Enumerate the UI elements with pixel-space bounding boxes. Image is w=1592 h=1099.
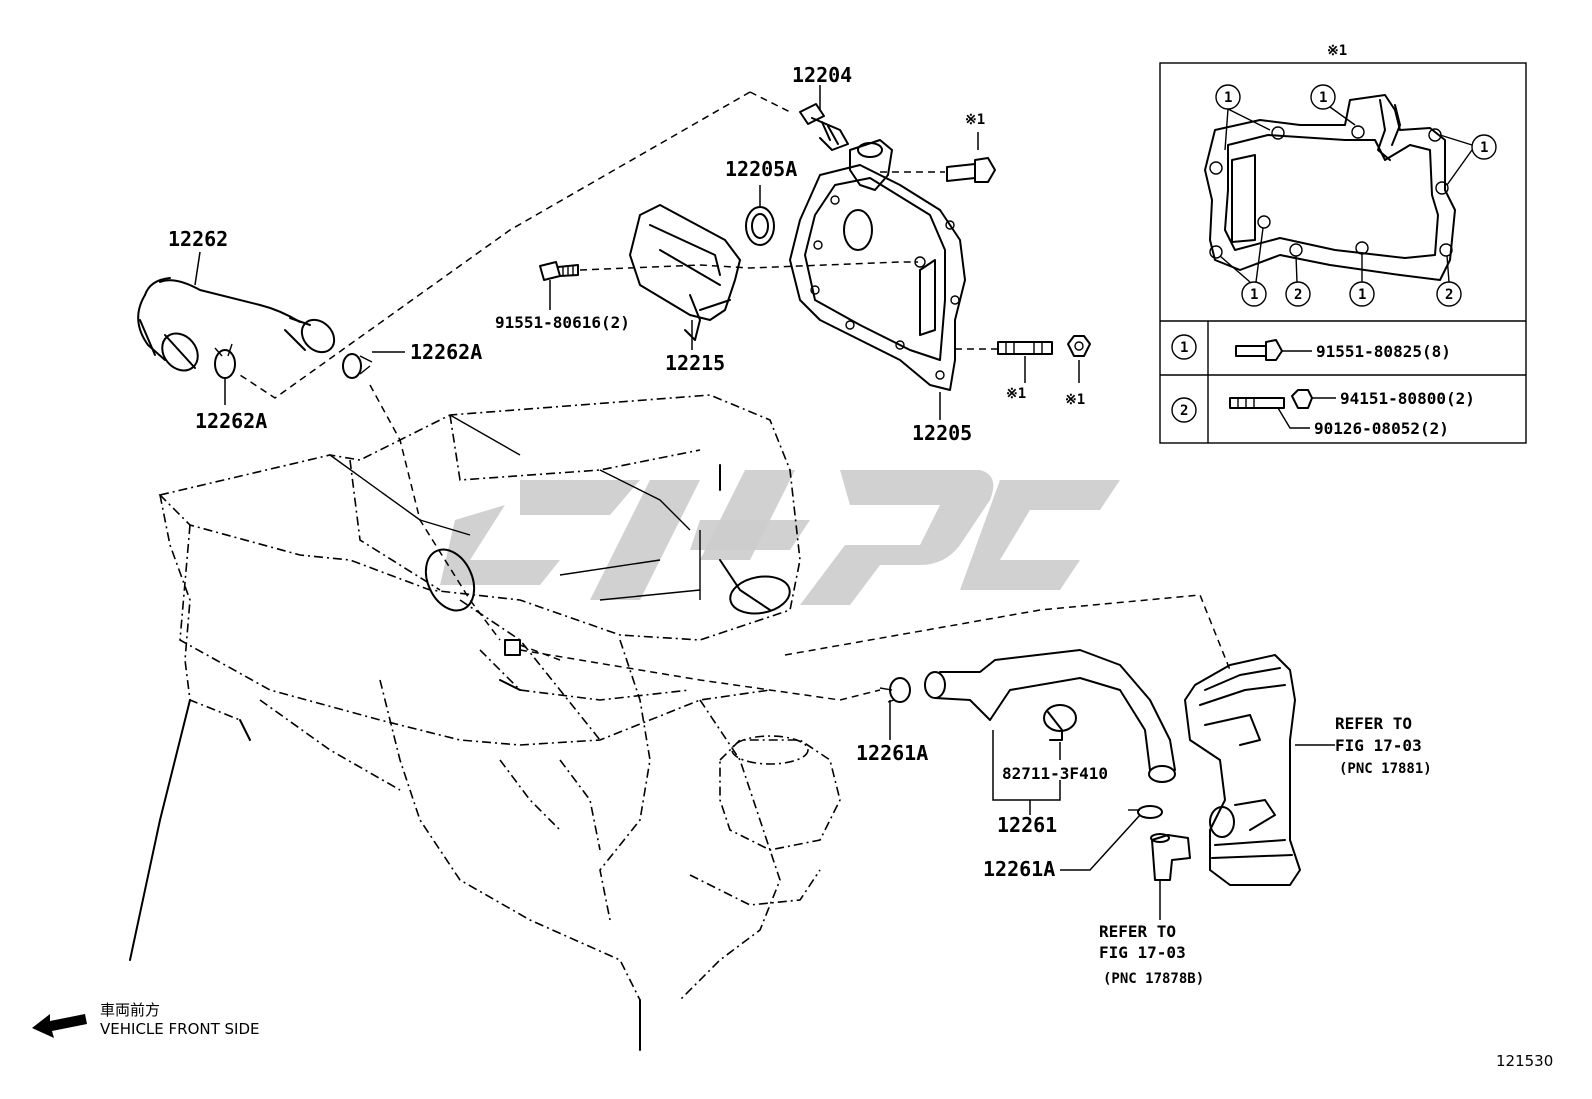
callout-1e: 1 [1358,287,1366,303]
row2-marker: 2 [1180,403,1188,419]
callout-1a: 1 [1224,90,1232,106]
part-12204-pcv-valve[interactable] [799,103,849,151]
inset-callouts: 1 1 1 1 2 1 2 [1215,84,1497,307]
part-12205-cover[interactable] [789,139,966,391]
part-12262a-clip-top[interactable] [342,353,373,379]
callout-2a: 2 [1294,287,1302,303]
engine-outline [158,394,841,1001]
row2-part-a: 94151-80800(2) [1340,389,1475,408]
refer-to-bottom: REFER TO FIG 17-03 (PNC 17878B) [1099,922,1204,987]
figure-number: 121530 [1496,1052,1553,1070]
part-12205a-gasket[interactable] [745,206,775,246]
inset-panel: ※1 1 1 [1159,43,1527,444]
part-nut-mark[interactable] [1067,335,1091,357]
label-91551-80616: 91551-80616(2) [495,313,630,332]
vehicle-front-indicator: 車両前方 VEHICLE FRONT SIDE [32,1001,260,1038]
part-intake-duct[interactable] [1184,654,1301,886]
label-12215: 12215 [665,351,725,375]
refer-bottom-line2: FIG 17-03 [1099,943,1186,962]
label-12261: 12261 [997,813,1057,837]
callout-1d: 1 [1250,287,1258,303]
label-12205a: 12205A [725,157,797,181]
row2-part-b: 90126-08052(2) [1314,419,1449,438]
label-mark-nut: ※1 [1065,392,1085,408]
callout-1b: 1 [1319,90,1327,106]
engine-solid-lines [129,414,791,1051]
label-12261a-mid: 12261A [856,741,928,765]
row1-part: 91551-80825(8) [1316,342,1451,361]
front-label-en: VEHICLE FRONT SIDE [100,1020,260,1038]
leader-lines [194,85,1335,920]
label-mark-stud: ※1 [1006,386,1026,402]
callout-1c: 1 [1480,140,1488,156]
part-flange-bolt-mark[interactable] [946,157,996,183]
part-12262-hose[interactable] [137,277,340,378]
part-12261a-clip-low[interactable] [1128,805,1163,819]
label-12205: 12205 [912,421,972,445]
label-12262a-top: 12262A [410,340,482,364]
front-label-jp: 車両前方 [100,1001,160,1019]
refer-bottom-line1: REFER TO [1099,922,1176,941]
refer-right-line1: REFER TO [1335,714,1412,733]
connection-lines [239,91,1231,701]
label-12262: 12262 [168,227,228,251]
callout-2b: 2 [1445,287,1453,303]
label-12204: 12204 [792,63,852,87]
part-82711-clamp[interactable] [1043,704,1077,741]
part-elbow-fitting[interactable] [1150,833,1191,881]
label-12261a-low: 12261A [983,857,1055,881]
front-arrow-icon [32,1014,87,1038]
part-12261a-clip-mid[interactable] [879,677,911,703]
inset-gasket-outline [1204,94,1456,281]
refer-right-line2: FIG 17-03 [1335,736,1422,755]
label-12262a-left: 12262A [195,409,267,433]
label-mark-bolt: ※1 [965,112,985,128]
refer-bottom-line3: (PNC 17878B) [1103,971,1204,987]
row1-marker: 1 [1180,340,1188,356]
inset-row-2: 2 94151-80800(2) 90126-08052(2) [1171,389,1475,438]
part-stud-mark[interactable] [997,341,1053,355]
part-12262a-clip-left[interactable] [214,343,236,379]
inset-row-1: 1 91551-80825(8) [1171,334,1451,361]
part-12261-hose[interactable] [924,649,1176,783]
inset-title: ※1 [1327,43,1347,59]
label-82711-3f410: 82711-3F410 [1002,764,1108,783]
part-12215-separator[interactable] [629,204,741,341]
watermark-logo [440,470,1120,605]
refer-right-line3: (PNC 17881) [1339,761,1432,777]
refer-to-right: REFER TO FIG 17-03 (PNC 17881) [1335,714,1432,777]
part-91551-80616-bolt[interactable] [539,261,579,281]
